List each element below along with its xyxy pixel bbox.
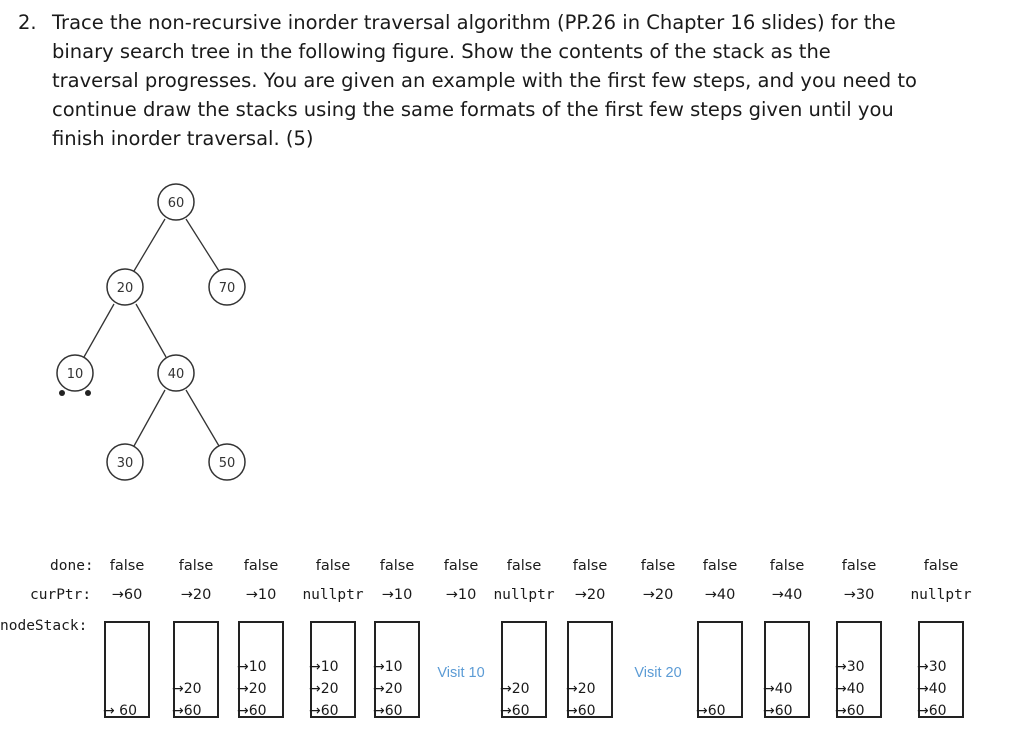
edge-60-20 bbox=[133, 218, 166, 272]
curptr-value: →30 bbox=[843, 587, 875, 603]
stack-item: →40 bbox=[763, 681, 793, 697]
tree-node-label: 10 bbox=[67, 367, 84, 382]
stack-item: →60 bbox=[172, 703, 202, 719]
stack-item: →60 bbox=[309, 703, 339, 719]
stack-item: →10 bbox=[237, 659, 267, 675]
tree-node-50 bbox=[208, 443, 246, 481]
edge-40-50 bbox=[185, 389, 220, 447]
curptr-value: nullptr bbox=[302, 587, 364, 603]
tree-node-40 bbox=[157, 354, 195, 392]
stack-box: → 60 bbox=[103, 621, 150, 719]
tree-node-30 bbox=[106, 443, 144, 481]
tree-node-label: 20 bbox=[117, 281, 134, 296]
stack-item: →40 bbox=[917, 681, 947, 697]
question-number: 2. bbox=[18, 11, 37, 34]
tree-node-label: 50 bbox=[219, 456, 236, 471]
tree-node-label: 40 bbox=[168, 367, 185, 382]
question-line-2: binary search tree in the following figu… bbox=[52, 40, 831, 63]
done-value: false bbox=[769, 558, 805, 574]
stack-item: →60 bbox=[696, 703, 726, 719]
stack-box: →20→60 bbox=[566, 621, 613, 719]
curptr-label: curPtr: bbox=[30, 587, 92, 603]
null-link-dot bbox=[85, 390, 91, 396]
stack-box: →60 bbox=[696, 621, 743, 719]
stack-item: →20 bbox=[373, 681, 403, 697]
curptr-value: nullptr bbox=[910, 587, 972, 603]
curptr-value: →20 bbox=[574, 587, 606, 603]
question-line-4: continue draw the stacks using the same … bbox=[52, 98, 894, 121]
tree-node-label: 70 bbox=[219, 281, 236, 296]
done-value: false bbox=[702, 558, 738, 574]
stack-box: →10 →20 →60 bbox=[373, 621, 420, 719]
stack-box: →40→60 bbox=[763, 621, 810, 719]
curptr-value: →40 bbox=[704, 587, 736, 603]
curptr-value: nullptr bbox=[493, 587, 555, 603]
binary-search-tree: 60 20 70 10 40 30 50 bbox=[56, 183, 246, 481]
stack-item: →60 bbox=[237, 703, 267, 719]
stack-item: →20 bbox=[500, 681, 530, 697]
stack-item: →60 bbox=[917, 703, 947, 719]
stack-item: →60 bbox=[763, 703, 793, 719]
null-links bbox=[59, 390, 91, 396]
visit-note: Visit 20 bbox=[634, 665, 682, 681]
tree-node-70 bbox=[208, 268, 246, 306]
stack-item: →20 bbox=[237, 681, 267, 697]
stack-item: → 60 bbox=[103, 703, 137, 719]
done-value: false bbox=[379, 558, 415, 574]
done-value: false bbox=[572, 558, 608, 574]
done-value: false bbox=[315, 558, 351, 574]
nodestack-label: nodeStack: bbox=[0, 618, 88, 634]
stack-box: →30 →40 →60 bbox=[835, 621, 882, 719]
curptr-value: →10 bbox=[381, 587, 413, 603]
null-link-dot bbox=[59, 390, 65, 396]
edge-60-70 bbox=[185, 218, 220, 272]
stack-item: →60 bbox=[500, 703, 530, 719]
stack-box: →10 →20 →60 bbox=[309, 621, 356, 719]
stack-box: →20→60 bbox=[500, 621, 547, 719]
stack-item: →20 bbox=[309, 681, 339, 697]
stack-item: →60 bbox=[373, 703, 403, 719]
question-line-3: traversal progresses. You are given an e… bbox=[52, 69, 917, 92]
edge-20-40 bbox=[135, 303, 167, 358]
stack-item: →20 bbox=[566, 681, 596, 697]
question-line-5: finish inorder traversal. (5) bbox=[52, 127, 314, 150]
curptr-value: →20 bbox=[642, 587, 674, 603]
stack-item: →60 bbox=[835, 703, 865, 719]
stack-item: →30 bbox=[835, 659, 865, 675]
done-label: done: bbox=[50, 558, 94, 574]
done-value: false bbox=[506, 558, 542, 574]
visit-note: Visit 10 bbox=[437, 665, 485, 681]
done-value: false bbox=[243, 558, 279, 574]
curptr-value: →40 bbox=[771, 587, 803, 603]
stack-box: →30 →40 →60 bbox=[917, 621, 964, 719]
tree-edges bbox=[83, 218, 220, 447]
stack-item: →40 bbox=[835, 681, 865, 697]
stack-item: →10 bbox=[373, 659, 403, 675]
curptr-value: →60 bbox=[111, 587, 143, 603]
stack-box: →20→60 bbox=[172, 621, 219, 719]
question-line-1: Trace the non-recursive inorder traversa… bbox=[52, 11, 896, 34]
stack-item: →20 bbox=[172, 681, 202, 697]
done-value: false bbox=[841, 558, 877, 574]
done-value: false bbox=[178, 558, 214, 574]
edge-20-10 bbox=[83, 303, 115, 358]
curptr-value: →10 bbox=[245, 587, 277, 603]
curptr-value: →10 bbox=[445, 587, 477, 603]
curptr-value: →20 bbox=[180, 587, 212, 603]
done-value: false bbox=[923, 558, 959, 574]
done-value: false bbox=[640, 558, 676, 574]
tree-node-60 bbox=[157, 183, 195, 221]
tree-node-label: 60 bbox=[168, 196, 185, 211]
tree-node-10 bbox=[56, 354, 94, 392]
stack-box: →10 →20 →60 bbox=[237, 621, 284, 719]
tree-node-label: 30 bbox=[117, 456, 134, 471]
done-value: false bbox=[443, 558, 479, 574]
stack-item: →10 bbox=[309, 659, 339, 675]
edge-40-30 bbox=[133, 389, 166, 447]
tree-node-20 bbox=[106, 268, 144, 306]
stack-item: →60 bbox=[566, 703, 596, 719]
stack-item: →30 bbox=[917, 659, 947, 675]
done-value: false bbox=[109, 558, 145, 574]
